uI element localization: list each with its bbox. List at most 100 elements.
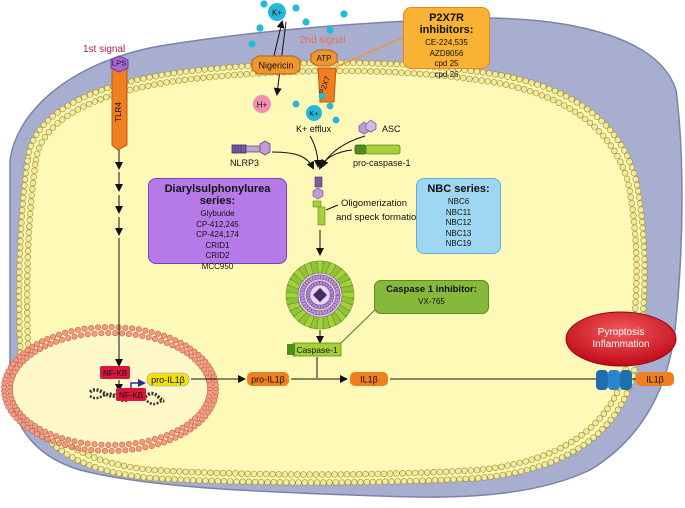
- inhibitor-item: cpd 25: [434, 59, 459, 68]
- h-ion: [253, 95, 271, 113]
- membrane-bead: [251, 478, 259, 486]
- nuclear-membrane-bead: [41, 428, 48, 435]
- nuclear-membrane-bead: [32, 348, 39, 355]
- membrane-bead: [462, 475, 469, 482]
- membrane-bead: [169, 78, 176, 85]
- membrane-bead: [628, 164, 636, 171]
- nuclear-membrane-bead: [50, 438, 57, 445]
- membrane-bead: [24, 334, 31, 341]
- nuclear-membrane-bead: [166, 437, 173, 444]
- membrane-bead: [336, 67, 343, 75]
- membrane-bead: [289, 479, 296, 486]
- membrane-bead: [455, 467, 462, 475]
- membrane-bead: [526, 87, 534, 95]
- membrane-bead: [23, 163, 30, 171]
- membrane-bead: [338, 479, 346, 486]
- membrane-bead: [387, 470, 394, 477]
- membrane-bead: [496, 80, 504, 87]
- pro-caspase-label: pro-caspase-1: [353, 158, 411, 168]
- nuclear-membrane-bead: [58, 336, 65, 343]
- nuclear-membrane-bead: [125, 440, 132, 447]
- nuclear-membrane-bead: [74, 326, 81, 333]
- inhibitor-item: CP-412,245: [196, 219, 239, 229]
- nuclear-membrane-bead: [58, 435, 65, 442]
- nuclear-membrane-bead: [55, 440, 62, 447]
- membrane-bead: [585, 438, 592, 445]
- membrane-bead: [331, 471, 338, 478]
- membrane-bead: [86, 461, 93, 469]
- membrane-bead: [145, 466, 152, 473]
- membrane-bead: [603, 421, 610, 428]
- membrane-bead: [641, 255, 648, 263]
- membrane-bead: [632, 286, 640, 293]
- nuclear-membrane-bead: [184, 350, 191, 357]
- membrane-bead: [629, 206, 636, 213]
- nuclear-membrane-bead: [108, 447, 115, 454]
- membrane-bead: [478, 77, 485, 84]
- membrane-bead: [45, 129, 52, 136]
- membrane-bead: [562, 93, 570, 100]
- membrane-bead: [208, 477, 215, 484]
- membrane-bead: [613, 389, 621, 396]
- membrane-bead: [617, 141, 625, 149]
- inhibitor-item: CRID1: [205, 240, 230, 250]
- membrane-bead: [189, 476, 197, 484]
- nuclear-membrane-bead: [88, 446, 95, 453]
- p2x7-inhibitor-connector: [335, 36, 405, 68]
- membrane-bead: [17, 237, 24, 245]
- membrane-bead: [16, 268, 23, 276]
- membrane-bead: [555, 99, 562, 106]
- membrane-bead: [641, 262, 648, 269]
- membrane-bead: [207, 65, 215, 73]
- nuclear-membrane-bead: [206, 382, 213, 389]
- membrane-bead: [630, 218, 638, 225]
- membrane-bead: [64, 112, 71, 120]
- membrane-bead: [404, 69, 411, 77]
- membrane-bead: [138, 83, 146, 91]
- membrane-bead: [49, 113, 56, 120]
- membrane-bead: [80, 459, 87, 466]
- nuclear-membrane-bead: [199, 416, 206, 423]
- membrane-bead: [598, 117, 605, 125]
- nuclear-membrane-bead: [212, 381, 219, 388]
- membrane-bead: [357, 479, 364, 486]
- asc-label: ASC: [382, 124, 401, 134]
- k-ion-label: K+: [272, 9, 282, 18]
- membrane-bead: [522, 77, 529, 85]
- membrane-bead: [108, 459, 116, 467]
- caspase1-inhibitor-title: Caspase 1 inhibitor:: [386, 284, 477, 295]
- membrane-bead: [243, 70, 250, 78]
- membrane-bead: [318, 471, 326, 478]
- membrane-bead: [399, 470, 406, 477]
- membrane-bead: [479, 466, 487, 473]
- membrane-bead: [398, 69, 405, 76]
- membrane-bead: [534, 81, 541, 88]
- membrane-bead: [220, 64, 227, 72]
- membrane-bead: [281, 471, 289, 478]
- il1b: [350, 372, 388, 386]
- membrane-bead: [387, 60, 394, 68]
- nuclear-membrane-bead: [81, 325, 88, 332]
- nuclear-membrane-bead: [23, 354, 30, 361]
- membrane-bead: [157, 467, 165, 474]
- membrane-bead: [24, 316, 31, 323]
- nuclear-membrane-bead: [177, 339, 184, 346]
- membrane-bead: [583, 428, 590, 435]
- membrane-bead: [146, 474, 154, 482]
- membrane-bead: [547, 459, 554, 466]
- nuclear-membrane-bead: [112, 330, 119, 337]
- nuclear-membrane-bead: [187, 426, 194, 433]
- membrane-bead: [188, 468, 196, 476]
- membrane-bead: [206, 73, 213, 81]
- membrane-bead: [523, 466, 531, 474]
- membrane-bead: [24, 328, 31, 335]
- membrane-bead: [307, 479, 315, 486]
- membrane-bead: [626, 187, 633, 195]
- membrane-bead: [27, 142, 35, 150]
- membrane-bead: [502, 81, 510, 88]
- membrane-bead: [393, 61, 400, 68]
- membrane-bead: [573, 99, 581, 106]
- nuclear-membrane-bead: [179, 424, 186, 431]
- inhibitor-item: NBC13: [445, 228, 472, 238]
- k-ion-dot: [326, 102, 334, 110]
